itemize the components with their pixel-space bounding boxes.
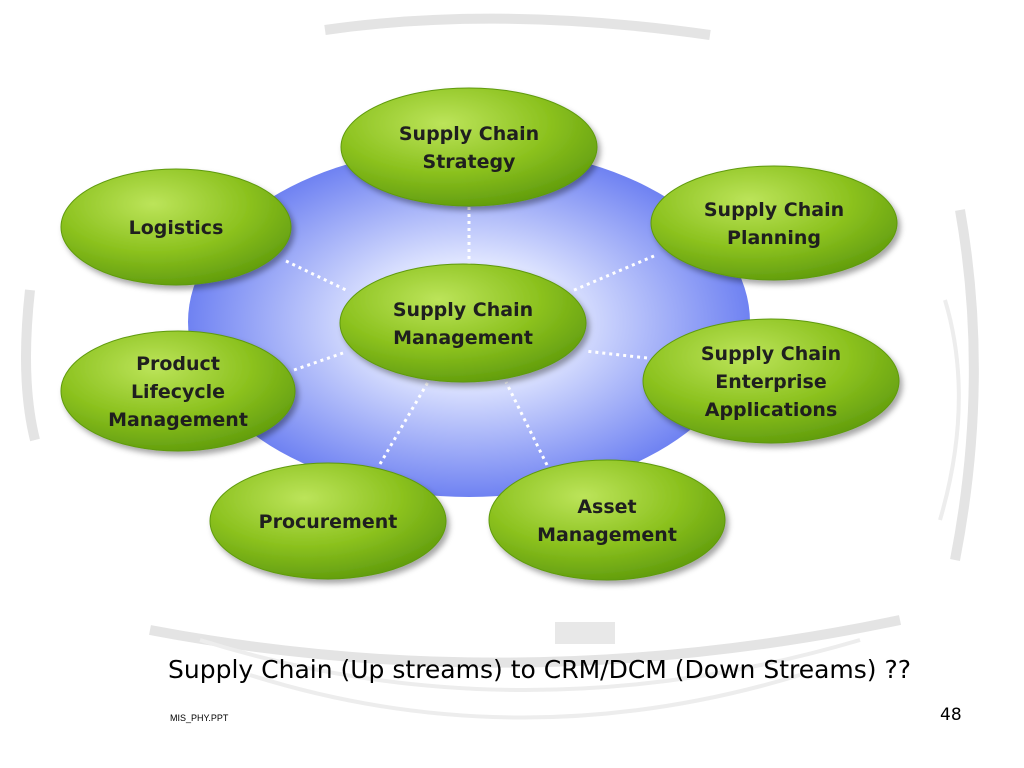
- node-asset-management-label: Management: [537, 524, 677, 546]
- node-product-lifecycle-management-label: Lifecycle: [131, 381, 225, 403]
- node-supply-chain-management-label: Supply Chain: [393, 299, 533, 321]
- connector-line: [504, 381, 549, 466]
- node-planning-shape: [650, 165, 898, 281]
- node-strategy-label: Strategy: [423, 151, 517, 173]
- node-planning-label: Planning: [727, 227, 821, 249]
- connector-line: [584, 349, 648, 360]
- node-enterprise-applications-shape: [642, 318, 900, 444]
- node-procurement-shape: [209, 462, 447, 580]
- page-number: 48: [940, 705, 962, 725]
- node-product-lifecycle-management-label: Product: [136, 353, 220, 375]
- node-asset-management-shape: [488, 459, 726, 581]
- connector-line: [571, 254, 655, 293]
- node-strategy-label: Supply Chain: [399, 123, 539, 145]
- node-logistics-label: Logistics: [129, 217, 224, 239]
- node-logistics-shape: [60, 168, 292, 286]
- node-procurement: Procurement: [209, 462, 447, 580]
- slide-caption: Supply Chain (Up streams) to CRM/DCM (Do…: [168, 655, 912, 684]
- node-procurement-label: Procurement: [259, 511, 398, 533]
- node-strategy-shape: [340, 87, 598, 207]
- node-asset-management-label: Asset: [577, 496, 636, 518]
- node-enterprise-applications-label: Supply Chain: [701, 343, 841, 365]
- node-enterprise-applications-label: Enterprise: [715, 371, 827, 393]
- node-product-lifecycle-management-label: Management: [108, 409, 248, 431]
- connector-lines: [285, 207, 655, 466]
- connector-line: [378, 381, 430, 465]
- node-supply-chain-management-label: Management: [393, 327, 533, 349]
- footer-filename: MIS_PHY.PPT: [170, 713, 229, 723]
- node-planning-label: Supply Chain: [704, 199, 844, 221]
- node-logistics: Logistics: [60, 168, 292, 286]
- connector-line: [293, 351, 344, 372]
- node-product-lifecycle-management-shape: [60, 330, 296, 452]
- node-supply-chain-management-shape: [339, 263, 587, 383]
- node-enterprise-applications-label: Applications: [705, 399, 838, 421]
